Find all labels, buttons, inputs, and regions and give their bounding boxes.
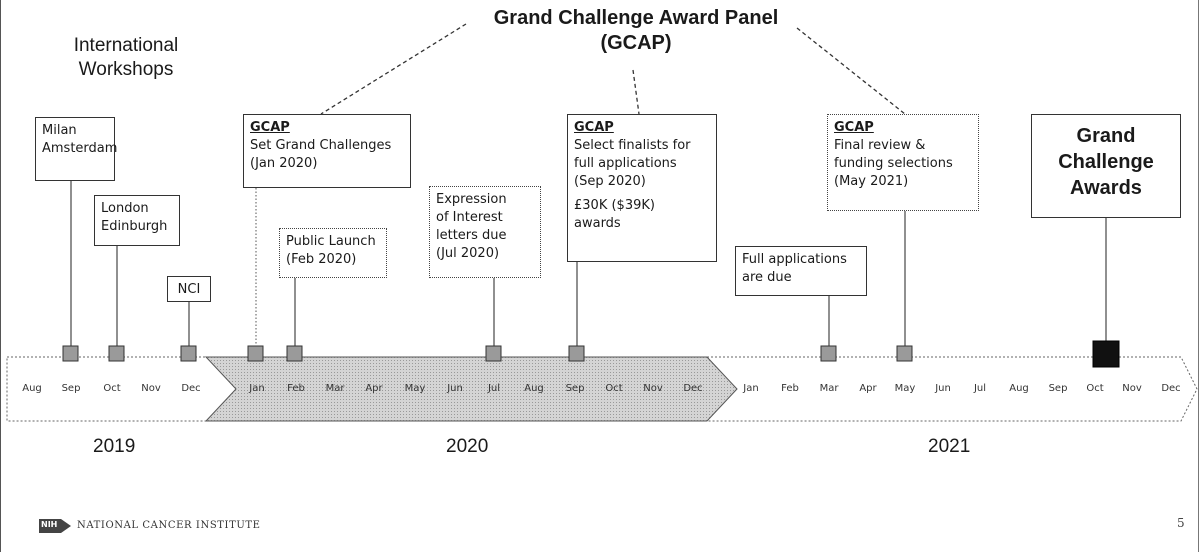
marker-jul-2020 (485, 345, 502, 362)
nci-footer-label: NATIONAL CANCER INSTITUTE (77, 520, 261, 531)
year-2020: 2020 (446, 436, 489, 457)
event-text: are due (742, 270, 792, 285)
gcap-pointer-2 (632, 69, 640, 115)
gcap-pointer-1 (320, 23, 467, 115)
marker-may-2021 (896, 345, 913, 362)
month-label: Aug (524, 383, 544, 394)
event-text: letters due (436, 228, 507, 243)
workshops-line2: Workshops (78, 59, 174, 80)
page-number: 5 (1177, 516, 1185, 530)
month-label: Dec (181, 383, 201, 394)
month-label: Oct (103, 383, 121, 394)
gcap-heading: GCAP (250, 120, 290, 135)
event-text: (May 2021) (834, 174, 909, 189)
month-label: May (404, 383, 426, 394)
nih-logo-arrow (61, 519, 71, 533)
marker-feb-2020 (286, 345, 303, 362)
event-text: Expression (436, 192, 507, 207)
month-label: Feb (781, 383, 799, 394)
month-label: Jun (447, 383, 463, 394)
event-text: NCI (177, 282, 201, 297)
month-label: Jul (487, 383, 501, 394)
month-label: Jun (935, 383, 951, 394)
marker-sep-2019 (62, 345, 79, 362)
event-text: Awards (1070, 177, 1142, 199)
event-text: full applications (574, 156, 677, 171)
marker-oct-2021 (1092, 340, 1120, 368)
month-label: Jan (743, 383, 759, 394)
marker-dec-2019 (180, 345, 197, 362)
event-text: London (101, 201, 149, 216)
month-label: Nov (1122, 383, 1142, 394)
month-label: Nov (141, 383, 161, 394)
month-label: Jan (249, 383, 265, 394)
gcap-title: Grand Challenge Award Panel (GCAP) (441, 7, 831, 55)
event-text: Final review & (834, 138, 926, 153)
event-text: (Feb 2020) (286, 252, 357, 267)
workshops-label: International Workshops (51, 34, 201, 82)
month-label: Sep (565, 383, 585, 394)
event-text: Full applications (742, 252, 847, 267)
event-text: (Jan 2020) (250, 156, 318, 171)
gcap-heading: GCAP (574, 120, 614, 135)
marker-oct-2019 (108, 345, 125, 362)
event-gcap-set-challenges: GCAP Set Grand Challenges (Jan 2020) (243, 114, 411, 188)
event-text: Public Launch (286, 234, 376, 249)
event-london-edinburgh: London Edinburgh (94, 195, 180, 246)
event-text: of Interest (436, 210, 503, 225)
gcap-title-line1: Grand Challenge Award Panel (493, 7, 779, 29)
event-text: Amsterdam (42, 141, 118, 156)
event-text: Set Grand Challenges (250, 138, 392, 153)
month-label: Aug (1009, 383, 1029, 394)
nih-logo-shape (39, 519, 61, 533)
month-label: Oct (605, 383, 623, 394)
event-gcap-final-review: GCAP Final review & funding selections (… (827, 114, 979, 211)
marker-sep-2020 (568, 345, 585, 362)
month-label: Aug (22, 383, 42, 394)
event-text: Edinburgh (101, 219, 168, 234)
year-2020-band (204, 356, 738, 422)
workshops-line1: International (73, 35, 179, 56)
year-2019: 2019 (93, 436, 136, 457)
event-expression-of-interest: Expression of Interest letters due (Jul … (429, 186, 541, 278)
month-label: Sep (61, 383, 81, 394)
marker-jan-2020 (247, 345, 264, 362)
month-label: Mar (819, 383, 839, 394)
event-text: funding selections (834, 156, 953, 171)
month-label: Mar (325, 383, 345, 394)
month-label: May (894, 383, 916, 394)
gcap-pointer-3 (796, 27, 906, 115)
event-milan-amsterdam: Milan Amsterdam (35, 117, 118, 181)
event-nci: NCI (167, 276, 211, 302)
month-label: Dec (1161, 383, 1181, 394)
event-full-applications-due: Full applications are due (735, 246, 867, 296)
month-label: Dec (683, 383, 703, 394)
event-text: Milan (42, 123, 77, 138)
event-text: £30K ($39K) (574, 198, 655, 213)
month-label: Oct (1086, 383, 1104, 394)
event-gcap-select-finalists: GCAP Select finalists for full applicati… (567, 114, 717, 262)
event-text: (Sep 2020) (574, 174, 646, 189)
year-2021: 2021 (928, 436, 971, 457)
month-label: Nov (643, 383, 663, 394)
event-text: Select finalists for (574, 138, 691, 153)
month-label: Sep (1048, 383, 1068, 394)
month-label: Apr (859, 383, 877, 394)
event-public-launch: Public Launch (Feb 2020) (279, 228, 387, 278)
marker-mar-2021 (820, 345, 837, 362)
nih-logo-text: NIH (41, 520, 58, 529)
event-text: (Jul 2020) (436, 246, 500, 261)
gcap-title-line2: (GCAP) (600, 32, 672, 54)
event-grand-challenge-awards: Grand Challenge Awards (1031, 114, 1181, 218)
event-text: awards (574, 216, 621, 231)
month-label: Jul (973, 383, 987, 394)
month-label: Apr (365, 383, 383, 394)
event-text: Grand (1076, 125, 1136, 147)
gcap-heading: GCAP (834, 120, 874, 135)
event-text: Challenge (1058, 151, 1154, 173)
month-label: Feb (287, 383, 305, 394)
